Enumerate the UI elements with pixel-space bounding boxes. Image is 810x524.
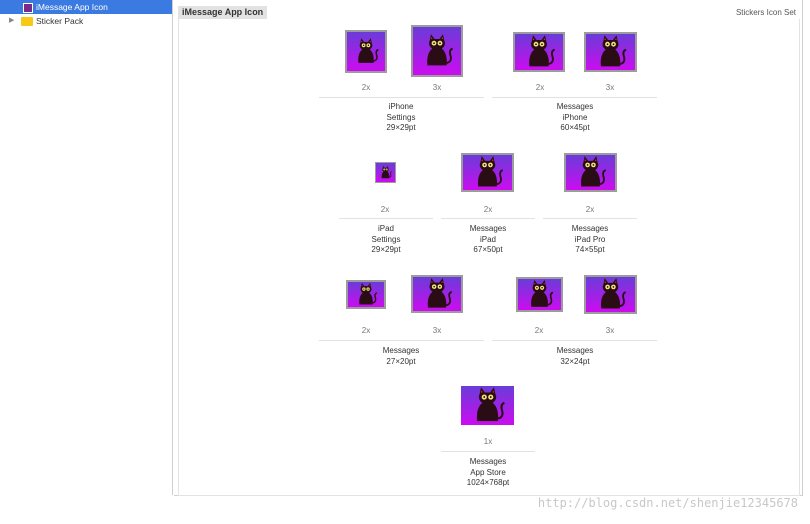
scale-label: 2x bbox=[380, 205, 390, 214]
slot-label-line: 60×45pt bbox=[560, 123, 590, 132]
slot-label-line: 29×29pt bbox=[371, 245, 401, 254]
cat-image-icon bbox=[348, 282, 384, 307]
app-icon-icon bbox=[23, 3, 33, 13]
icon-well[interactable] bbox=[375, 162, 396, 183]
scale-label: 2x bbox=[361, 326, 371, 335]
slot-label-line: iPhone bbox=[388, 102, 414, 111]
slot-label-line: App Store bbox=[470, 467, 506, 477]
slot-label-line: 67×50pt bbox=[473, 245, 503, 254]
icon-well[interactable] bbox=[411, 275, 463, 313]
divider bbox=[492, 97, 657, 98]
icon-well[interactable] bbox=[461, 386, 514, 425]
sidebar: iMessage App Icon ▶ Sticker Pack bbox=[0, 0, 173, 495]
cat-image-icon bbox=[461, 386, 514, 425]
slot-label-line: Settings bbox=[371, 234, 401, 244]
slot-label-line: 74×55pt bbox=[575, 245, 605, 254]
folder-icon bbox=[21, 17, 33, 26]
icon-well[interactable] bbox=[411, 25, 463, 77]
scale-label: 3x bbox=[605, 326, 615, 335]
divider bbox=[319, 340, 484, 341]
icon-set-type: Stickers Icon Set bbox=[735, 8, 796, 17]
slot-label-line: Messages bbox=[469, 457, 507, 466]
icon-well[interactable] bbox=[461, 153, 514, 192]
slot-label-line: 29×29pt bbox=[386, 123, 416, 132]
icon-well[interactable] bbox=[516, 277, 563, 312]
slot-label-line: Messages bbox=[382, 346, 420, 355]
divider bbox=[339, 218, 433, 219]
slot-label-line: iPhone bbox=[562, 112, 588, 122]
cat-image-icon bbox=[347, 32, 385, 71]
sidebar-item-sticker-pack[interactable]: ▶ Sticker Pack bbox=[0, 14, 172, 28]
slot-label-line: 1024×768pt bbox=[466, 478, 510, 487]
sidebar-item-label: Sticker Pack bbox=[36, 16, 84, 26]
divider bbox=[319, 97, 484, 98]
scale-label: 2x bbox=[534, 326, 544, 335]
icon-well[interactable] bbox=[346, 280, 386, 309]
slot-label-line: iPad bbox=[377, 224, 395, 233]
cat-image-icon bbox=[376, 163, 395, 182]
divider bbox=[441, 218, 535, 219]
scale-label: 3x bbox=[605, 83, 615, 92]
cat-image-icon bbox=[515, 34, 563, 70]
slot-label-line: Messages bbox=[556, 346, 594, 355]
sidebar-item-imessage-app-icon[interactable]: iMessage App Icon bbox=[0, 0, 172, 14]
scale-label: 2x bbox=[361, 83, 371, 92]
cat-image-icon bbox=[463, 155, 512, 190]
scale-label: 3x bbox=[432, 326, 442, 335]
cat-image-icon bbox=[586, 277, 635, 312]
scale-label: 2x bbox=[483, 205, 493, 214]
divider bbox=[492, 340, 657, 341]
cat-image-icon bbox=[586, 34, 635, 70]
divider bbox=[441, 451, 535, 452]
divider bbox=[543, 218, 637, 219]
cat-image-icon bbox=[413, 277, 461, 311]
page-title: iMessage App Icon bbox=[178, 6, 268, 19]
icon-well[interactable] bbox=[345, 30, 387, 73]
slot-label-line: 27×20pt bbox=[386, 356, 416, 366]
sidebar-item-label: iMessage App Icon bbox=[36, 2, 108, 12]
cat-image-icon bbox=[566, 155, 615, 190]
cat-image-icon bbox=[413, 27, 461, 75]
slot-label-line: iPad Pro bbox=[574, 234, 606, 244]
icon-well[interactable] bbox=[584, 275, 637, 314]
icon-well[interactable] bbox=[564, 153, 617, 192]
slot-label-line: iPad bbox=[479, 234, 496, 244]
icon-well[interactable] bbox=[584, 32, 637, 72]
scale-label: 3x bbox=[432, 83, 442, 92]
scale-label: 2x bbox=[535, 83, 545, 92]
disclosure-triangle-icon[interactable]: ▶ bbox=[9, 17, 15, 24]
scale-label: 2x bbox=[585, 205, 595, 214]
slot-label-line: Messages bbox=[571, 224, 609, 233]
slot-label-line: Messages bbox=[556, 102, 594, 111]
slot-label-line: Messages bbox=[469, 224, 507, 233]
icon-well[interactable] bbox=[513, 32, 565, 72]
watermark: http://blog.csdn.net/shenjie12345678 bbox=[537, 496, 798, 510]
slot-label-line: Settings bbox=[386, 112, 416, 122]
cat-image-icon bbox=[518, 279, 561, 310]
slot-label-line: 32×24pt bbox=[560, 356, 590, 366]
scale-label: 1x bbox=[483, 437, 493, 446]
icon-set-panel bbox=[178, 19, 800, 496]
